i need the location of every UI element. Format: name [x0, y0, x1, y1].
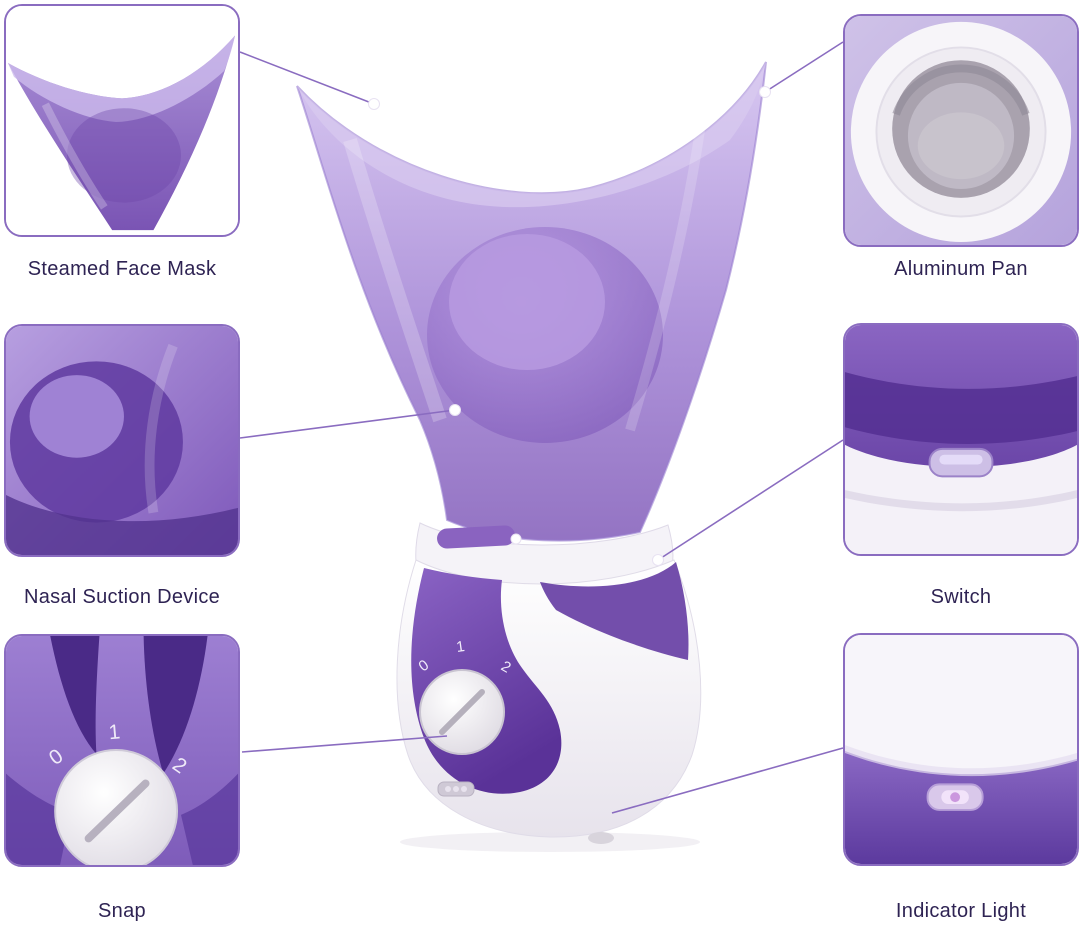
dial-mark-1: 1 [455, 638, 466, 656]
steamed-face-mask-closeup [6, 6, 238, 235]
base-foot [588, 832, 614, 844]
label-indicator-light: Indicator Light [895, 900, 1027, 922]
inner-cone-highlight [449, 234, 605, 370]
connector-dots [368, 86, 771, 566]
dial-mark-0: 0 [416, 657, 433, 676]
label-switch: Switch [930, 586, 992, 608]
connector-dot-mask [368, 98, 380, 110]
dial-pointer-closeup [84, 779, 150, 843]
label-snap: Snap [98, 900, 146, 922]
base-purple-wedge [540, 562, 689, 660]
aluminum-pan-closeup [845, 16, 1077, 245]
callout-box-aluminum-pan [843, 14, 1079, 247]
connector-line-steamed-face-mask [239, 51, 375, 105]
connector-dot-snap-area [510, 533, 522, 545]
callout-box-steamed-face-mask [4, 4, 240, 237]
switch-closeup [845, 325, 1077, 554]
label-nasal-suction-device: Nasal Suction Device [23, 586, 221, 608]
snap-closeup: 0 1 2 [6, 636, 238, 865]
callout-box-snap: 0 1 2 [4, 634, 240, 867]
connector-dot-nasal [449, 404, 461, 416]
connector-line-indicator-light [611, 747, 844, 814]
connector-lines [239, 41, 844, 814]
dial-mark-2: 2 [498, 658, 514, 677]
ground-shadow [400, 832, 700, 852]
callout-box-nasal-suction-device [4, 324, 240, 557]
connector-dot-switch [652, 554, 664, 566]
snap-clip [437, 525, 515, 549]
inner-cone [427, 227, 663, 443]
dial: 0 1 2 [416, 638, 514, 755]
connector-line-snap [241, 735, 448, 753]
indicator-light [437, 781, 475, 797]
collar-ring [415, 522, 674, 588]
connector-line-aluminum-pan [764, 41, 844, 93]
base-purple-panel [411, 568, 562, 794]
label-aluminum-pan: Aluminum Pan [894, 258, 1028, 280]
mask-rim-highlight [297, 62, 766, 208]
steamer-mask-funnel [296, 61, 767, 542]
connector-dot-pan [759, 86, 771, 98]
connector-line-switch [657, 439, 844, 561]
callout-box-switch [843, 323, 1079, 556]
nasal-suction-closeup [6, 326, 238, 555]
indicator-light-closeup [845, 635, 1077, 864]
label-steamed-face-mask: Steamed Face Mask [27, 258, 217, 280]
connector-line-nasal-suction-device [239, 409, 456, 439]
steamer-base: 0 1 2 [396, 559, 702, 844]
dial-mark-1-closeup: 1 [108, 720, 121, 744]
dial-pointer [439, 689, 485, 735]
callout-box-indicator-light [843, 633, 1079, 866]
